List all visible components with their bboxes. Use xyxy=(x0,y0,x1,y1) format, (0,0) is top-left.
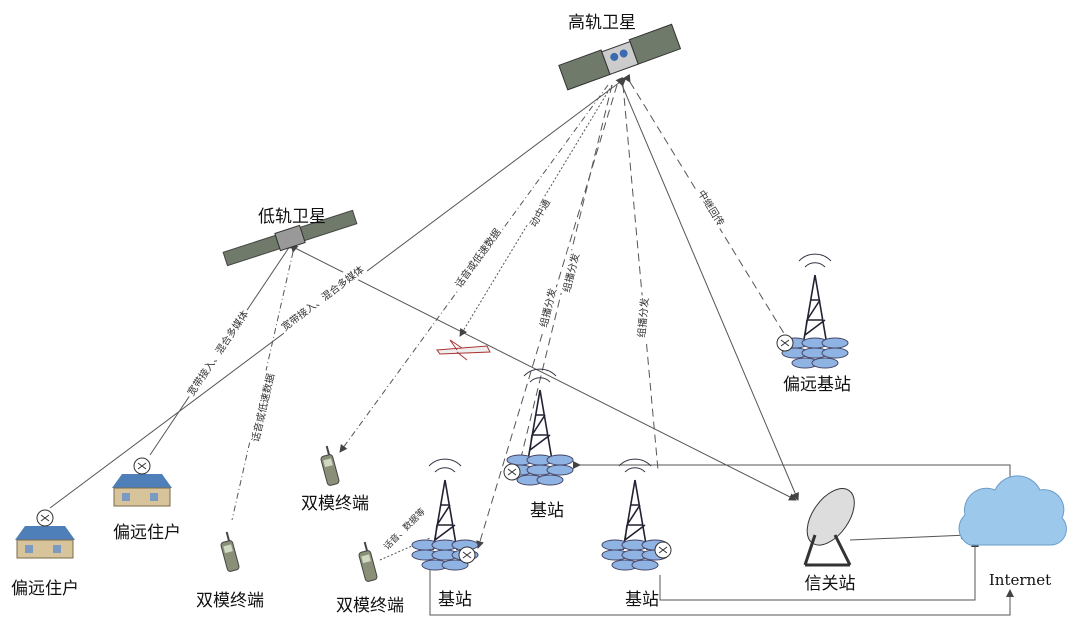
remote-home-1-icon xyxy=(14,509,76,559)
leo-satellite-icon xyxy=(222,209,358,267)
internet-label: Internet xyxy=(988,571,1052,589)
gateway-station-label: 信关站 xyxy=(804,574,856,594)
remote-home-2-label: 偏远住户 xyxy=(113,523,181,543)
dual-terminal-1-label: 双模终端 xyxy=(196,591,264,611)
link-gateway-internet xyxy=(849,531,969,541)
link-comm-on-move xyxy=(459,84,613,337)
links xyxy=(49,73,1014,616)
internet-cloud-icon xyxy=(958,475,1067,546)
link-multicast-bs3 xyxy=(618,77,659,471)
dual-terminal-3-label: 双模终端 xyxy=(336,596,404,616)
dual-terminal-1-icon xyxy=(216,530,241,574)
dual-terminal-3-icon xyxy=(354,540,379,584)
link-bs3-internet xyxy=(659,539,979,601)
base-station-2-label: 基站 xyxy=(530,501,564,521)
remote-base-station-icon xyxy=(776,253,849,369)
remote-home-1-label: 偏远住户 xyxy=(11,579,79,599)
base-station-3-icon xyxy=(601,458,672,571)
dual-terminal-2-label: 双模终端 xyxy=(301,494,369,514)
link-voice-terminal2 xyxy=(339,84,609,453)
link-geo-gateway xyxy=(615,76,799,501)
link-bs2-internet xyxy=(573,461,1014,486)
remote-home-2-icon xyxy=(111,457,173,507)
geo-satellite-label: 高轨卫星 xyxy=(568,13,636,33)
dual-terminal-2-icon xyxy=(316,444,341,488)
gateway-dish-icon xyxy=(803,488,855,567)
geo-satellite-icon xyxy=(558,23,682,91)
base-station-3-label: 基站 xyxy=(625,590,659,610)
airplane-icon xyxy=(436,339,491,361)
leo-satellite-label: 低轨卫星 xyxy=(258,207,326,227)
remote-base-station-label: 偏远基站 xyxy=(783,375,851,395)
link-bs1-internet xyxy=(429,565,1014,616)
base-station-1-label: 基站 xyxy=(438,590,472,610)
